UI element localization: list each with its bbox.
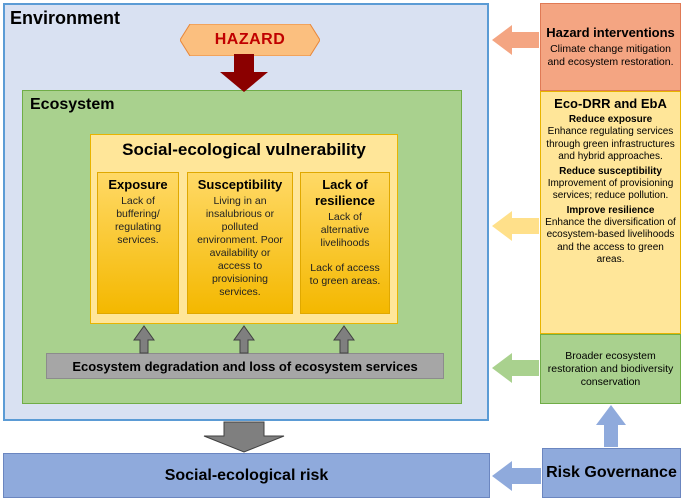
exposure-box: Exposure Lack of buffering/ regulating s… — [97, 172, 179, 314]
left-arrow-icon — [492, 211, 539, 241]
down-arrow-icon — [203, 421, 285, 453]
eco-drr-heading: Eco-DRR and EbA — [554, 96, 667, 111]
lack-of-resilience-body-2: Lack of access to green areas. — [309, 262, 381, 287]
hazard-label: HAZARD — [214, 31, 286, 48]
lack-of-resilience-heading: Lack of resilience — [315, 177, 375, 208]
left-arrow-icon — [492, 25, 539, 55]
hazard-interventions-body: Climate change mitigation and ecosystem … — [547, 43, 674, 68]
susceptibility-box: Susceptibility Living in an insalubrious… — [187, 172, 293, 314]
social-ecological-risk-bar: Social-ecological risk — [3, 453, 490, 498]
broader-restoration-box: Broader ecosystem restoration and biodiv… — [540, 334, 681, 404]
left-arrow-icon — [492, 353, 539, 383]
vulnerability-title: Social-ecological vulnerability — [122, 140, 366, 159]
susceptibility-body: Living in an insalubrious or polluted en… — [197, 195, 283, 298]
hazard-interventions-box: Hazard interventions Climate change miti… — [540, 3, 681, 91]
hazard-down-arrow-icon — [220, 54, 268, 92]
lack-of-resilience-body: Lack of alternative livelihoods — [320, 211, 370, 249]
reduce-susceptibility-body: Improvement of provisioning services; re… — [547, 177, 674, 202]
ecosystem-title: Ecosystem — [30, 96, 115, 113]
hazard-interventions-heading: Hazard interventions — [546, 25, 675, 40]
exposure-body: Lack of buffering/ regulating services. — [114, 195, 162, 246]
susceptibility-heading: Susceptibility — [197, 177, 283, 192]
up-arrow-icon — [596, 405, 626, 447]
reduce-exposure-body: Enhance regulating services through gree… — [546, 126, 675, 162]
reduce-susceptibility-heading: Reduce susceptibility — [559, 165, 662, 177]
exposure-heading: Exposure — [108, 177, 168, 192]
reduce-exposure-heading: Reduce exposure — [568, 114, 653, 125]
eco-drr-box: Eco-DRR and EbA Reduce exposure Enhance … — [540, 91, 681, 334]
risk-governance-box: Risk Governance — [542, 448, 681, 498]
improve-resilience-heading: Improve resilience — [566, 204, 655, 216]
hazard-shape — [180, 24, 320, 56]
improve-resilience-body: Enhance the diversification of ecosystem… — [545, 216, 676, 266]
lack-of-resilience-box: Lack of resilience Lack of alternative l… — [300, 172, 390, 314]
left-arrow-icon — [492, 461, 541, 491]
environment-title: Environment — [10, 8, 121, 28]
degradation-bar: Ecosystem degradation and loss of ecosys… — [46, 353, 444, 379]
